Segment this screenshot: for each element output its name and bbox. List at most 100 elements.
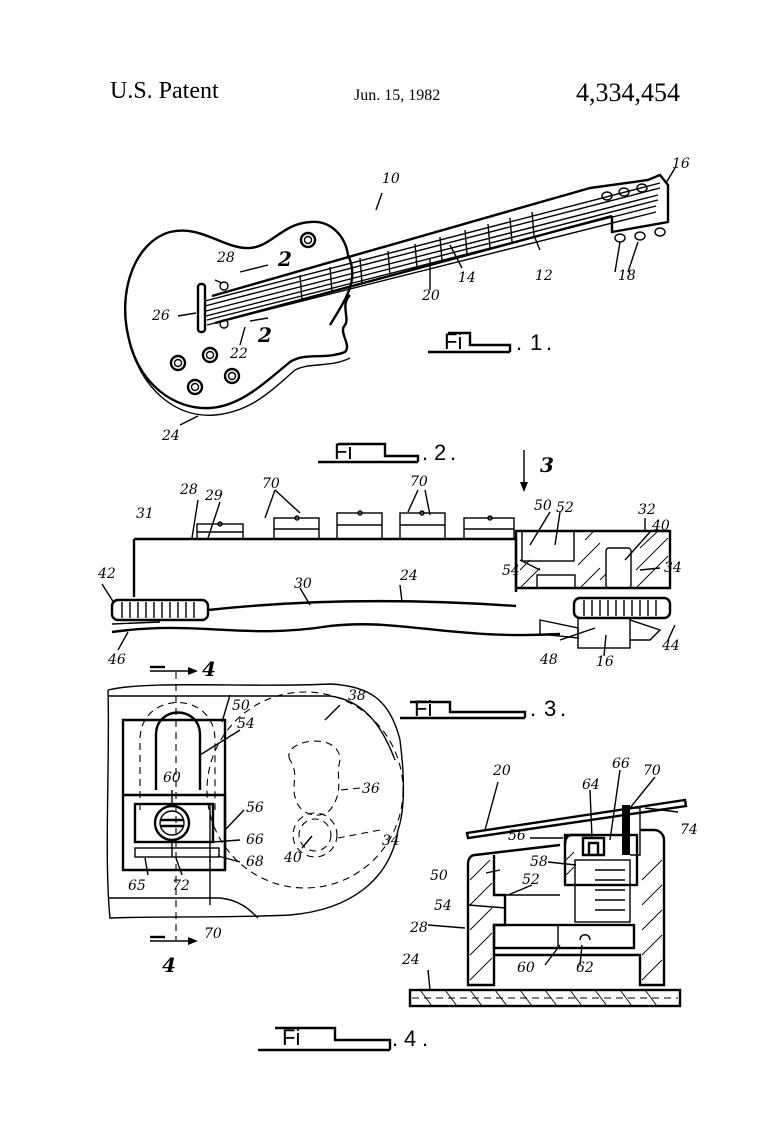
ref-72: 72 — [172, 878, 190, 894]
ref-56: 56 — [508, 828, 526, 844]
ref-48: 48 — [539, 652, 558, 668]
ref-12: 12 — [535, 268, 553, 284]
tailpiece — [196, 282, 207, 334]
ref-62: 62 — [576, 960, 594, 976]
view-arrow-3-label: 3 — [540, 453, 554, 477]
string-saddles — [196, 510, 515, 540]
ref-18: 18 — [618, 268, 636, 284]
ref-24: 24 — [401, 952, 420, 968]
frame-28 — [466, 828, 666, 987]
ref-50: 50 — [232, 698, 250, 714]
section-line-2-upper — [239, 264, 269, 273]
ref-64: 64 — [582, 777, 600, 793]
ref-50: 50 — [534, 498, 552, 514]
ref-50: 50 — [430, 868, 448, 884]
carrier-56 — [133, 802, 215, 844]
ref-52: 52 — [522, 872, 540, 888]
bridge-outline-top — [106, 683, 405, 919]
ref-54: 54 — [237, 716, 255, 732]
figure-2-number: 2 — [434, 440, 446, 465]
ref-44: 44 — [661, 638, 680, 654]
ref-66: 66 — [612, 756, 630, 772]
section-2-label-upper: 2 — [277, 247, 292, 271]
ref-70: 70 — [643, 763, 661, 779]
ref-66: 66 — [246, 832, 264, 848]
ref-26: 26 — [151, 308, 170, 324]
section-4-label-upper: 4 — [202, 657, 216, 681]
figure-1-guitar: 10 16 12 14 20 18 26 28 22 24 2 2 Fi . 1… — [124, 156, 690, 444]
svg-text:Fi: Fi — [334, 439, 352, 464]
ref-24: 24 — [399, 568, 418, 584]
svg-text:Fi: Fi — [414, 696, 432, 721]
svg-text:.: . — [450, 440, 456, 465]
svg-text:.: . — [422, 440, 428, 465]
svg-text:.: . — [560, 696, 566, 721]
ref-20: 20 — [492, 763, 511, 779]
svg-text:.: . — [516, 330, 522, 355]
bridge-section-hatched — [514, 529, 672, 590]
ref-22: 22 — [229, 346, 248, 362]
guitar-neck-top — [211, 186, 591, 298]
ref-34: 34 — [664, 560, 682, 576]
figure-3-number: 3 — [544, 696, 556, 721]
bridge-block — [132, 537, 518, 597]
guitar-strings — [204, 182, 661, 326]
patent-header-title: U.S. Patent — [110, 78, 219, 104]
ref-58: 58 — [530, 854, 548, 870]
guitar-body-edge — [129, 344, 351, 416]
figure-4-cross-section: 20 64 66 70 74 56 58 50 52 54 28 24 60 6… — [258, 756, 698, 1052]
ref-24: 24 — [161, 428, 180, 444]
guitar-headstock — [589, 173, 670, 234]
figure-1-label: Fi . 1 . — [428, 329, 552, 355]
figure-3-label: Fi . 3 . — [400, 696, 566, 721]
ref-20: 20 — [421, 288, 440, 304]
svg-text:Fi: Fi — [282, 1025, 300, 1050]
ref-31: 31 — [136, 506, 154, 522]
thumbwheel-left — [110, 598, 210, 622]
ref-36: 36 — [362, 781, 380, 797]
section-2-label-lower: 2 — [257, 323, 272, 347]
tuning-pegs — [601, 183, 666, 243]
ref-70-left: 70 — [262, 476, 280, 492]
string-20 — [465, 798, 688, 840]
thumbwheel-hidden-outline — [206, 691, 404, 889]
ref-32: 32 — [638, 502, 656, 518]
ref-34: 34 — [382, 833, 400, 849]
figure-1-number: 1 — [530, 330, 542, 355]
ref-56: 56 — [246, 800, 264, 816]
ref-74: 74 — [680, 822, 698, 838]
ref-10: 10 — [382, 171, 400, 187]
ref-60: 60 — [517, 960, 535, 976]
ref-40: 40 — [283, 850, 302, 866]
control-knobs — [169, 231, 317, 396]
guitar-top-surface — [111, 623, 561, 637]
section-line-2-lower — [249, 317, 269, 322]
saddle-64 — [581, 836, 606, 857]
ref-16: 16 — [596, 654, 614, 670]
figure-4-number: 4 — [404, 1026, 416, 1051]
post-16 — [577, 617, 631, 649]
svg-text:.: . — [422, 1026, 428, 1051]
ref-29: 29 — [204, 488, 223, 504]
slot-54 — [154, 711, 202, 790]
ref-52: 52 — [556, 500, 574, 516]
guitar-frets — [299, 211, 535, 301]
figure-3-top-view: 4 4 — [106, 657, 566, 977]
ref-68: 68 — [246, 854, 264, 870]
ref-28: 28 — [179, 482, 198, 498]
patent-number: 4,334,454 — [576, 78, 680, 107]
ref-14: 14 — [458, 270, 476, 286]
ref-54: 54 — [434, 898, 452, 914]
svg-text:.: . — [392, 1026, 398, 1051]
ref-38: 38 — [348, 688, 366, 704]
insert-70 — [622, 805, 630, 855]
guitar-body-outline — [124, 220, 354, 410]
ref-46: 46 — [107, 652, 126, 668]
ref-30: 30 — [294, 576, 312, 592]
figure-4-label: Fi . 4 . — [258, 1025, 428, 1052]
figure-2-side-section: Fi . 2 . 3 — [97, 439, 682, 670]
ref-70-right: 70 — [410, 474, 428, 490]
ref-70: 70 — [204, 926, 222, 942]
ref-65: 65 — [128, 878, 146, 894]
